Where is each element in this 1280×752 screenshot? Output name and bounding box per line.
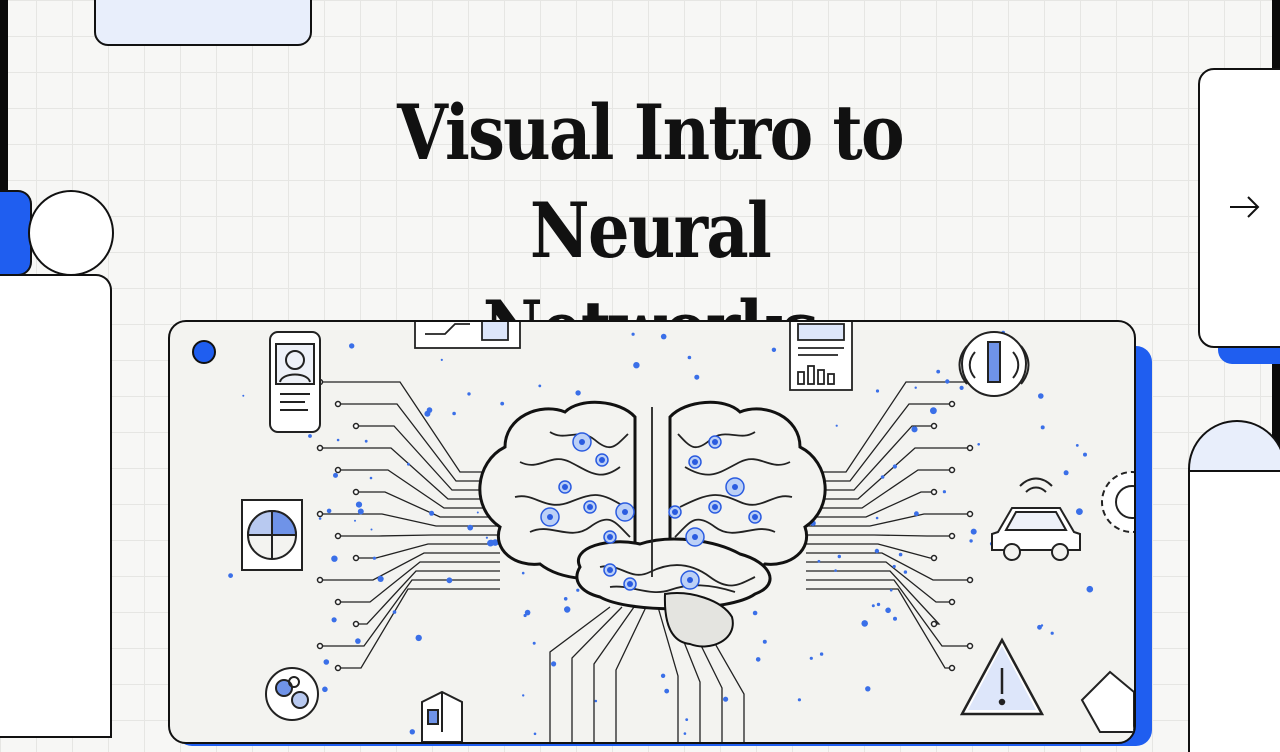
brain-circuit-icon — [478, 400, 827, 648]
pie-chart-icon — [241, 499, 303, 571]
gear-icon — [1101, 471, 1134, 533]
decorative-tab-top — [94, 0, 312, 46]
blue-sparkles — [228, 330, 1094, 736]
car-icon — [991, 477, 1081, 561]
illustration-card — [168, 320, 1136, 744]
warning-sign-icon — [959, 637, 1045, 716]
slide-title-line1: Visual Intro to Neural — [397, 88, 904, 275]
decorative-card-right — [1188, 470, 1280, 752]
neural-nodes — [540, 432, 762, 591]
tag-icon — [1080, 670, 1134, 733]
molecule-icon — [265, 667, 319, 721]
cube-icon — [421, 690, 463, 742]
flow-chart-icon — [414, 322, 521, 349]
document-chart-icon — [789, 322, 853, 391]
illustration-blue-dot — [192, 340, 216, 364]
decorative-card-left — [0, 274, 112, 738]
signal-tower-icon — [958, 331, 1030, 397]
arrow-right-icon — [1230, 196, 1260, 218]
decorative-circle-left — [28, 190, 114, 276]
smartphone-face-icon — [269, 331, 321, 433]
brain-circuit-illustration — [228, 322, 1134, 742]
next-slide-button[interactable] — [1226, 188, 1264, 226]
